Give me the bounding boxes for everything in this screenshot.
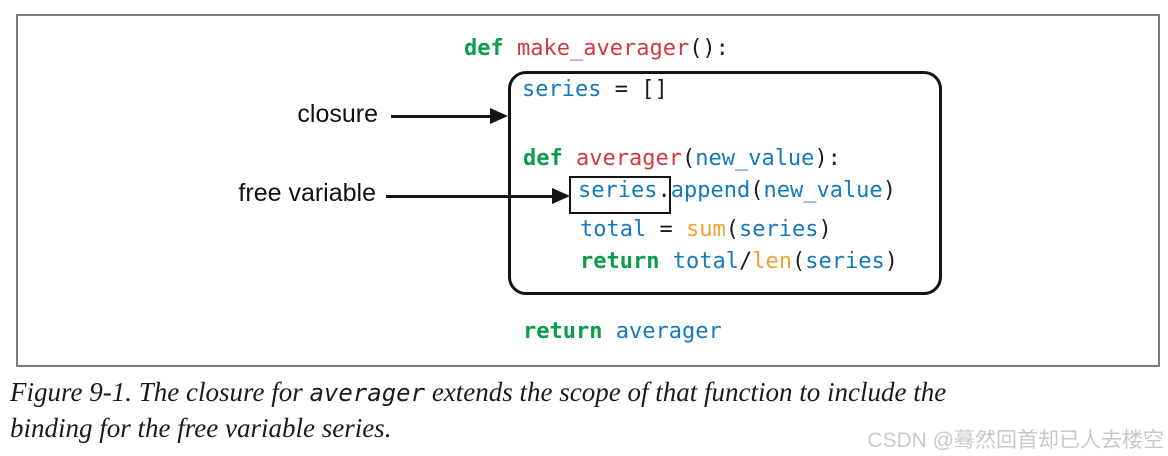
code-token: [563, 146, 576, 171]
free-variable-arrow-head-icon: [552, 188, 570, 204]
code-line-total-sum: total = sum(series): [580, 219, 832, 241]
code-token: sum: [685, 217, 726, 242]
csdn-watermark: CSDN @蓦然回首却已人去楼空: [867, 429, 1164, 452]
code-token: (: [725, 217, 739, 242]
code-token: [602, 319, 615, 344]
code-line-return-averager: return averager: [523, 321, 722, 343]
code-token: make_averager: [517, 36, 690, 61]
code-token: averager: [615, 319, 722, 344]
closure-label: closure: [297, 100, 378, 128]
code-line-def-make-averager: def make_averager():: [464, 38, 729, 60]
code-token: ): [884, 249, 898, 274]
code-token: (: [750, 178, 764, 203]
code-token: [659, 249, 672, 274]
code-token: [504, 36, 517, 61]
code-token: append: [670, 178, 751, 203]
code-token: =: [646, 217, 686, 242]
code-token: series: [805, 249, 885, 274]
caption-text: extends the scope of that function to in…: [425, 377, 947, 407]
code-token: averager: [576, 146, 682, 171]
free-variable-box: [569, 176, 671, 214]
code-token: len: [752, 249, 792, 274]
code-token: new_value: [695, 146, 815, 171]
code-token: ): [882, 178, 896, 203]
code-token: series: [738, 217, 819, 242]
code-token: return: [523, 319, 603, 344]
code-line-return-average: return total/len(series): [580, 251, 898, 273]
caption-code-averager: averager: [309, 379, 426, 407]
code-line-def-averager: def averager(new_value):: [523, 148, 841, 170]
free-variable-label: free variable: [238, 179, 376, 207]
code-token: (: [791, 249, 806, 274]
code-token: new_value: [763, 178, 883, 203]
code-token: total: [580, 217, 647, 242]
code-token: (: [681, 146, 696, 171]
code-token: ):: [814, 146, 841, 171]
code-token: def: [464, 36, 504, 61]
code-token: /: [738, 249, 753, 274]
closure-arrow-head-icon: [490, 108, 508, 124]
caption-text: Figure 9-1. The closure for: [10, 377, 310, 407]
figure-caption-line1: Figure 9-1. The closure for averager ext…: [10, 377, 946, 408]
code-token: = []: [601, 77, 668, 102]
code-token: ():: [689, 36, 729, 61]
figure-caption-line2: binding for the free variable series.: [10, 413, 392, 443]
code-token: series: [578, 178, 658, 203]
free-variable-arrow-line: [386, 195, 554, 198]
closure-box: [508, 71, 942, 295]
code-line-series-init: series = []: [522, 79, 668, 101]
code-token: .: [657, 178, 671, 203]
code-token: series: [522, 77, 602, 102]
closure-arrow-line: [391, 115, 492, 118]
code-line-series-append: series.append(new_value): [578, 180, 896, 202]
code-token: def: [523, 146, 563, 171]
code-token: ): [818, 217, 832, 242]
code-token: return: [580, 249, 660, 274]
code-token: total: [672, 249, 739, 274]
